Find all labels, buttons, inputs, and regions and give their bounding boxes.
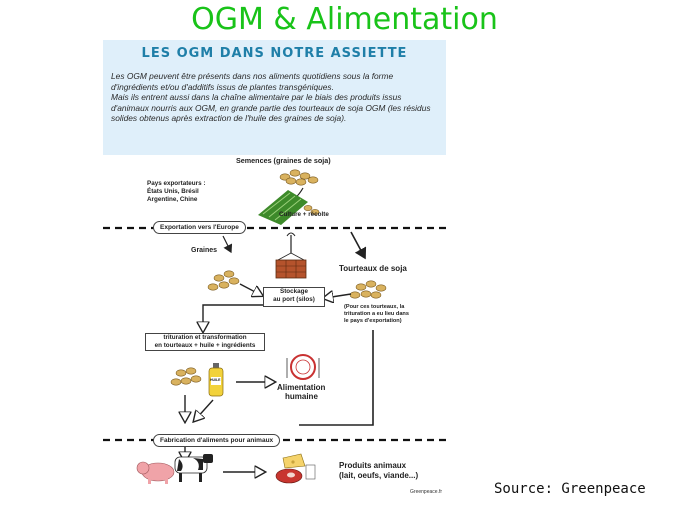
cow-icon [174, 454, 213, 482]
slide-title: OGM & Alimentation [191, 2, 498, 37]
grains-label: Graines [191, 247, 218, 254]
storage-line-2: au port (silos) [273, 295, 315, 303]
human-food-line-1: Alimentation [277, 383, 326, 392]
poster-credit: Greenpeace.fr [410, 489, 442, 495]
exporters-line-2: États Unis, Brésil [147, 188, 199, 195]
tourteaux-output-icon [170, 367, 202, 386]
grains-pile-icon [207, 270, 240, 291]
storage-line-1: Stockage [280, 288, 308, 295]
meat-icon [275, 468, 303, 484]
poster: LES OGM DANS NOTRE ASSIETTE Les OGM peuv… [103, 40, 446, 498]
cakes-note-1: (Pour ces tourteaux, la [344, 304, 405, 310]
soybean-pile-icon [279, 169, 319, 186]
intro-paragraph-1: Les OGM peuvent être présents dans nos a… [111, 71, 394, 92]
poster-title: LES OGM DANS NOTRE ASSIETTE [141, 46, 408, 61]
bottle-label: HUILE [210, 378, 221, 382]
tourteaux-pile-icon [349, 280, 387, 299]
trituration-box: trituration et transformation en tourtea… [145, 333, 265, 351]
milk-carton-icon [305, 464, 316, 480]
trituration-line-2: en tourteaux + huile + ingrédients [154, 341, 256, 349]
bottle-icon [208, 363, 224, 397]
human-food-line-2: humaine [285, 392, 318, 401]
crate-icon [275, 259, 307, 279]
culture-label: Culture + récolte [279, 211, 329, 218]
exporters-line-3: Argentine, Chine [147, 196, 198, 203]
seeds-label: Semences (graines de soja) [236, 156, 331, 165]
animal-products-line-1: Produits animaux [339, 461, 407, 470]
intro-paragraph-2: Mais ils entrent aussi dans la chaîne al… [111, 92, 431, 123]
trituration-line-1: trituration et transformation [163, 334, 247, 341]
cakes-note-2: trituration a eu lieu dans [344, 311, 409, 317]
field-icon [258, 190, 308, 225]
poster-intro: Les OGM peuvent être présents dans nos a… [111, 71, 441, 124]
animal-feed-label: Fabrication d'aliments pour animaux [153, 434, 281, 447]
tourteaux-label: Tourteaux de soja [339, 264, 407, 273]
pig-icon [136, 461, 175, 484]
export-label: Exportation vers l'Europe [153, 221, 246, 234]
cakes-note-3: le pays d'exportation) [344, 318, 402, 324]
plate-icon [286, 354, 320, 380]
storage-box: Stockage au port (silos) [263, 287, 325, 307]
animal-products-line-2: (lait, oeufs, viande...) [339, 471, 419, 480]
cheese-icon [282, 453, 306, 469]
source-caption: Source: Greenpeace [494, 481, 646, 497]
exporters-line-1: Pays exportateurs : [147, 180, 206, 187]
